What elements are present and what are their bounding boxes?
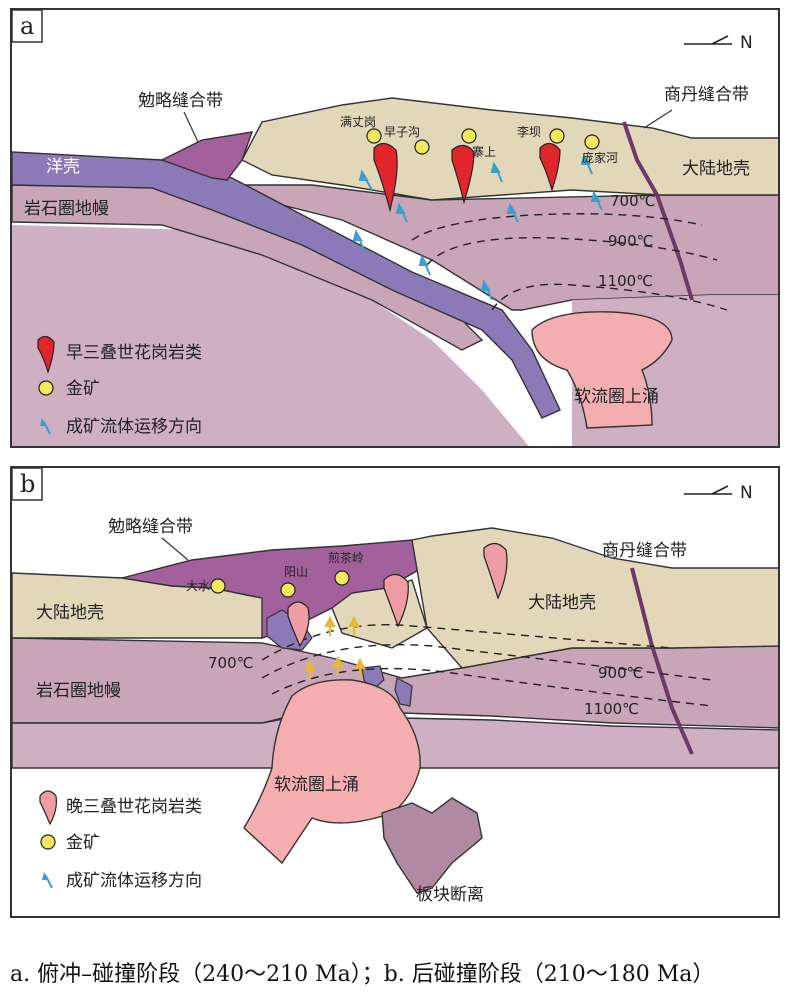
ocean-crust-label: 洋壳 (46, 157, 80, 177)
panel-a-diagram: N a 勉略缝合带 商丹缝合带 洋壳 大陆地壳 岩石圈地幔 软流圈上涌 700℃… (12, 10, 778, 446)
isotherm-900-b (261, 643, 713, 681)
shangdan-suture-label-b: 商丹缝合带 (602, 541, 687, 561)
gold-deposit-b-1 (210, 578, 226, 594)
mianlue-leader (183, 111, 199, 143)
panel-letter-b: b (20, 470, 35, 498)
fluid-arrows-b (304, 615, 366, 680)
panel-b: N b 勉略缝合带 商丹缝合带 大陆地壳 大陆地壳 岩石圈地幔 软流圈上涌 板块… (10, 466, 780, 918)
asthenosphere-label-b: 软流圈上涌 (274, 775, 359, 795)
gold-deposit-b-3 (334, 570, 350, 586)
slab-breakoff-label: 板块断离 (416, 885, 484, 905)
panel-b-diagram: N b 勉略缝合带 商丹缝合带 大陆地壳 大陆地壳 岩石圈地幔 软流圈上涌 板块… (12, 468, 778, 905)
panel-letter: a (20, 12, 34, 40)
granite-early-2 (451, 144, 475, 205)
legend-gold-label-b: 金矿 (66, 833, 100, 853)
isotherm-1100-label-b: 1100℃ (584, 700, 639, 718)
continental-crust-label-a: 大陆地壳 (682, 159, 750, 179)
isotherm-700-label-b: 700℃ (208, 654, 253, 672)
legend-gold-icon-b (40, 834, 56, 850)
legend-fluid-label-b: 成矿流体运移方向 (66, 871, 202, 891)
north-label-b: N (740, 483, 753, 503)
isotherm-1100-a (491, 283, 728, 311)
deposit-label-b-3: 煎茶岭 (328, 550, 364, 565)
granite-early-1 (373, 142, 398, 213)
lithosphere-mantle-label-a: 岩石圈地幔 (24, 199, 109, 219)
isotherm-900-label-a: 900℃ (608, 232, 653, 250)
panel-letter-box-b (12, 468, 43, 501)
legend-granite-icon-a (37, 335, 55, 374)
gold-deposit-b-2 (280, 582, 296, 598)
continental-crust-right-b (411, 527, 778, 669)
isotherm-700-b (261, 624, 673, 661)
north-arrow (684, 35, 732, 45)
isotherm-700-a (411, 213, 703, 241)
asthenosphere-upwelling-a (531, 311, 673, 429)
shangdan-suture-line (622, 121, 694, 301)
legend-granite-icon-b (39, 790, 57, 826)
granite-late-3 (483, 542, 508, 600)
panel-a: N a 勉略缝合带 商丹缝合带 洋壳 大陆地壳 岩石圈地幔 软流圈上涌 700℃… (10, 8, 780, 448)
continental-crust-a (241, 97, 778, 201)
deposit-label-1: 满丈岗 (340, 115, 376, 129)
deposit-label-b-1: 大水 (186, 579, 210, 593)
legend-gold-icon-a (38, 380, 54, 396)
lower-mantle-left-a (12, 225, 529, 446)
deposit-label-b-2: 阳山 (284, 565, 308, 579)
slab-breakoff-block (381, 797, 483, 894)
legend-fluid-arrowhead-b (42, 872, 49, 880)
granite-early-3 (539, 142, 561, 193)
shangdan-suture-label: 商丹缝合带 (664, 85, 749, 105)
legend-fluid-label-a: 成矿流体运移方向 (66, 417, 202, 437)
deposit-label-2: 早子沟 (384, 125, 420, 139)
legend-granite-label-b: 晚三叠世花岗岩类 (66, 797, 202, 817)
figure-caption: a. 俯冲–碰撞阶段（240～210 Ma）；b. 后碰撞阶段（210～180 … (10, 962, 715, 987)
shangdan-leader (643, 109, 673, 129)
shangdan-suture-line-b (630, 567, 694, 755)
gold-deposit-1 (366, 128, 382, 144)
isotherm-1100-b (271, 667, 713, 707)
isotherm-1100-label-a: 1100℃ (598, 272, 653, 290)
isotherm-700-label-a: 700℃ (610, 192, 655, 210)
legend-fluid-arrowhead-a (40, 418, 47, 426)
gold-deposit-5 (584, 134, 600, 150)
deposit-label-3: 寨上 (472, 144, 496, 159)
legend-b: 晚三叠世花岗岩类 金矿 成矿流体运移方向 (39, 790, 202, 891)
north-label: N (740, 33, 753, 53)
mianlue-suture-label-b: 勉略缝合带 (108, 517, 193, 537)
slab-fragment-3 (394, 677, 413, 707)
legend-granite-label-a: 早三叠世花岗岩类 (66, 343, 202, 363)
continental-crust-left-label-b: 大陆地壳 (36, 603, 104, 623)
legend-a: 早三叠世花岗岩类 金矿 成矿流体运移方向 (37, 335, 202, 437)
lithosphere-mantle-label-b: 岩石圈地幔 (36, 681, 121, 701)
gold-deposit-4 (549, 128, 565, 144)
granite-late-2 (383, 573, 409, 628)
mianlue-leader-b (161, 537, 189, 561)
legend-gold-label-a: 金矿 (66, 379, 100, 399)
ocean-crust-slab (12, 151, 561, 419)
isotherm-900-label-b: 900℃ (598, 664, 643, 682)
gold-deposit-2 (414, 139, 430, 155)
deposit-label-5: 庞家河 (582, 150, 618, 165)
north-arrow-b (684, 485, 732, 495)
asthenosphere-label-a: 软流圈上涌 (574, 387, 659, 407)
continental-crust-right-label-b: 大陆地壳 (528, 593, 596, 613)
mianlue-suture-label: 勉略缝合带 (138, 91, 223, 111)
granite-late-1 (287, 601, 310, 648)
panel-letter-box (12, 10, 43, 43)
deposit-label-4: 李坝 (517, 124, 541, 139)
gold-deposit-3 (461, 128, 477, 144)
fluid-arrows-a (352, 153, 603, 301)
isotherm-900-a (426, 237, 718, 266)
